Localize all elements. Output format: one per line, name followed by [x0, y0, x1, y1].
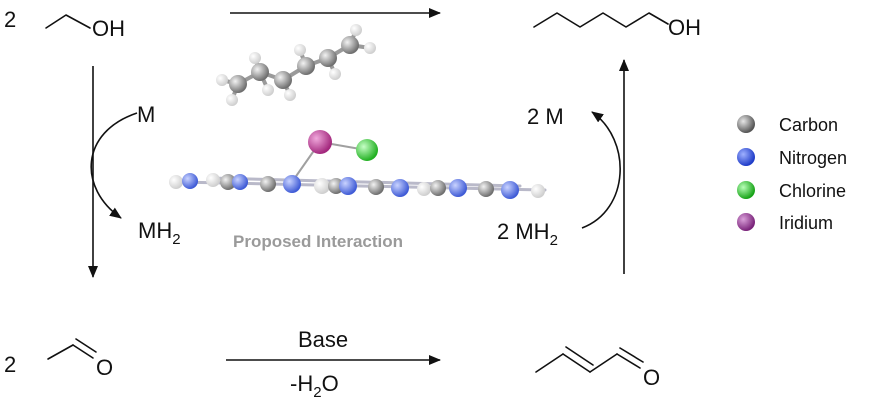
- legend-item-nitrogen: Nitrogen: [737, 148, 847, 168]
- reagent-2mh2-right-subscript: 2: [550, 232, 558, 249]
- reagent-m-left: M: [137, 102, 155, 127]
- catalyst-layer-3d-model: [169, 130, 547, 199]
- alkane-3d-model: [216, 24, 376, 106]
- croton-co-bond-1: [616, 353, 641, 369]
- acetaldehyde-o-label: O: [96, 355, 113, 380]
- reagent-water-loss: -H2O: [290, 371, 339, 401]
- reagent-mh2-left: MH2: [138, 218, 181, 248]
- croton-bond-3: [589, 353, 618, 373]
- chlorine-atom: [356, 139, 378, 161]
- legend-item-carbon: Carbon: [737, 115, 838, 135]
- crotonaldehyde-molecule: O: [535, 346, 660, 390]
- curved-arrow-m-to-mh2: [90, 112, 138, 219]
- reagent-mh2-left-main: MH: [138, 218, 172, 243]
- acetaldehyde-co-bond-2: [75, 338, 97, 353]
- iridium-swatch-icon: [737, 213, 755, 231]
- croton-bond-2a: [562, 353, 591, 373]
- legend-item-iridium: Iridium: [737, 213, 833, 233]
- acetaldehyde-ch3-bond: [47, 344, 74, 360]
- legend-label-chlorine: Chlorine: [779, 181, 846, 201]
- acetaldehyde-coefficient: 2: [4, 352, 16, 377]
- legend-label-nitrogen: Nitrogen: [779, 148, 847, 168]
- reagent-water-suffix: O: [322, 371, 339, 396]
- butanol-oh-label: OH: [668, 15, 701, 40]
- reagent-base: Base: [298, 327, 348, 352]
- curved-arrow-mh2-to-m: [581, 111, 621, 229]
- carbon-swatch-icon: [737, 115, 755, 133]
- reagent-water-subscript: 2: [313, 384, 321, 401]
- butanol-molecule: OH: [533, 12, 701, 40]
- croton-bond-2b: [565, 346, 594, 366]
- reagent-water-prefix: -H: [290, 371, 313, 396]
- legend-label-iridium: Iridium: [779, 213, 833, 233]
- acetaldehyde-molecule: 2 O: [4, 338, 113, 380]
- proposed-interaction-caption: Proposed Interaction: [233, 232, 403, 251]
- chlorine-swatch-icon: [737, 181, 755, 199]
- butanol-skeleton: [533, 12, 669, 28]
- ethanol-coefficient: 2: [4, 7, 16, 32]
- nitrogen-swatch-icon: [737, 148, 755, 166]
- iridium-atom: [308, 130, 332, 154]
- legend-item-chlorine: Chlorine: [737, 181, 846, 201]
- reagent-mh2-left-subscript: 2: [172, 231, 180, 248]
- ethanol-skeleton: [45, 14, 91, 29]
- croton-bond-1: [535, 353, 564, 373]
- atom-legend: Carbon Nitrogen Chlorine Iridium: [737, 115, 847, 233]
- reagent-2m-right: 2 M: [527, 104, 564, 129]
- ethanol-molecule: 2 OH: [4, 7, 125, 41]
- legend-label-carbon: Carbon: [779, 115, 838, 135]
- reagent-2mh2-right-main: 2 MH: [497, 219, 550, 244]
- ethanol-oh-label: OH: [92, 16, 125, 41]
- reagent-2mh2-right: 2 MH2: [497, 219, 558, 249]
- crotonaldehyde-o-label: O: [643, 365, 660, 390]
- acetaldehyde-co-bond-1: [72, 344, 94, 359]
- croton-co-bond-2: [619, 347, 644, 363]
